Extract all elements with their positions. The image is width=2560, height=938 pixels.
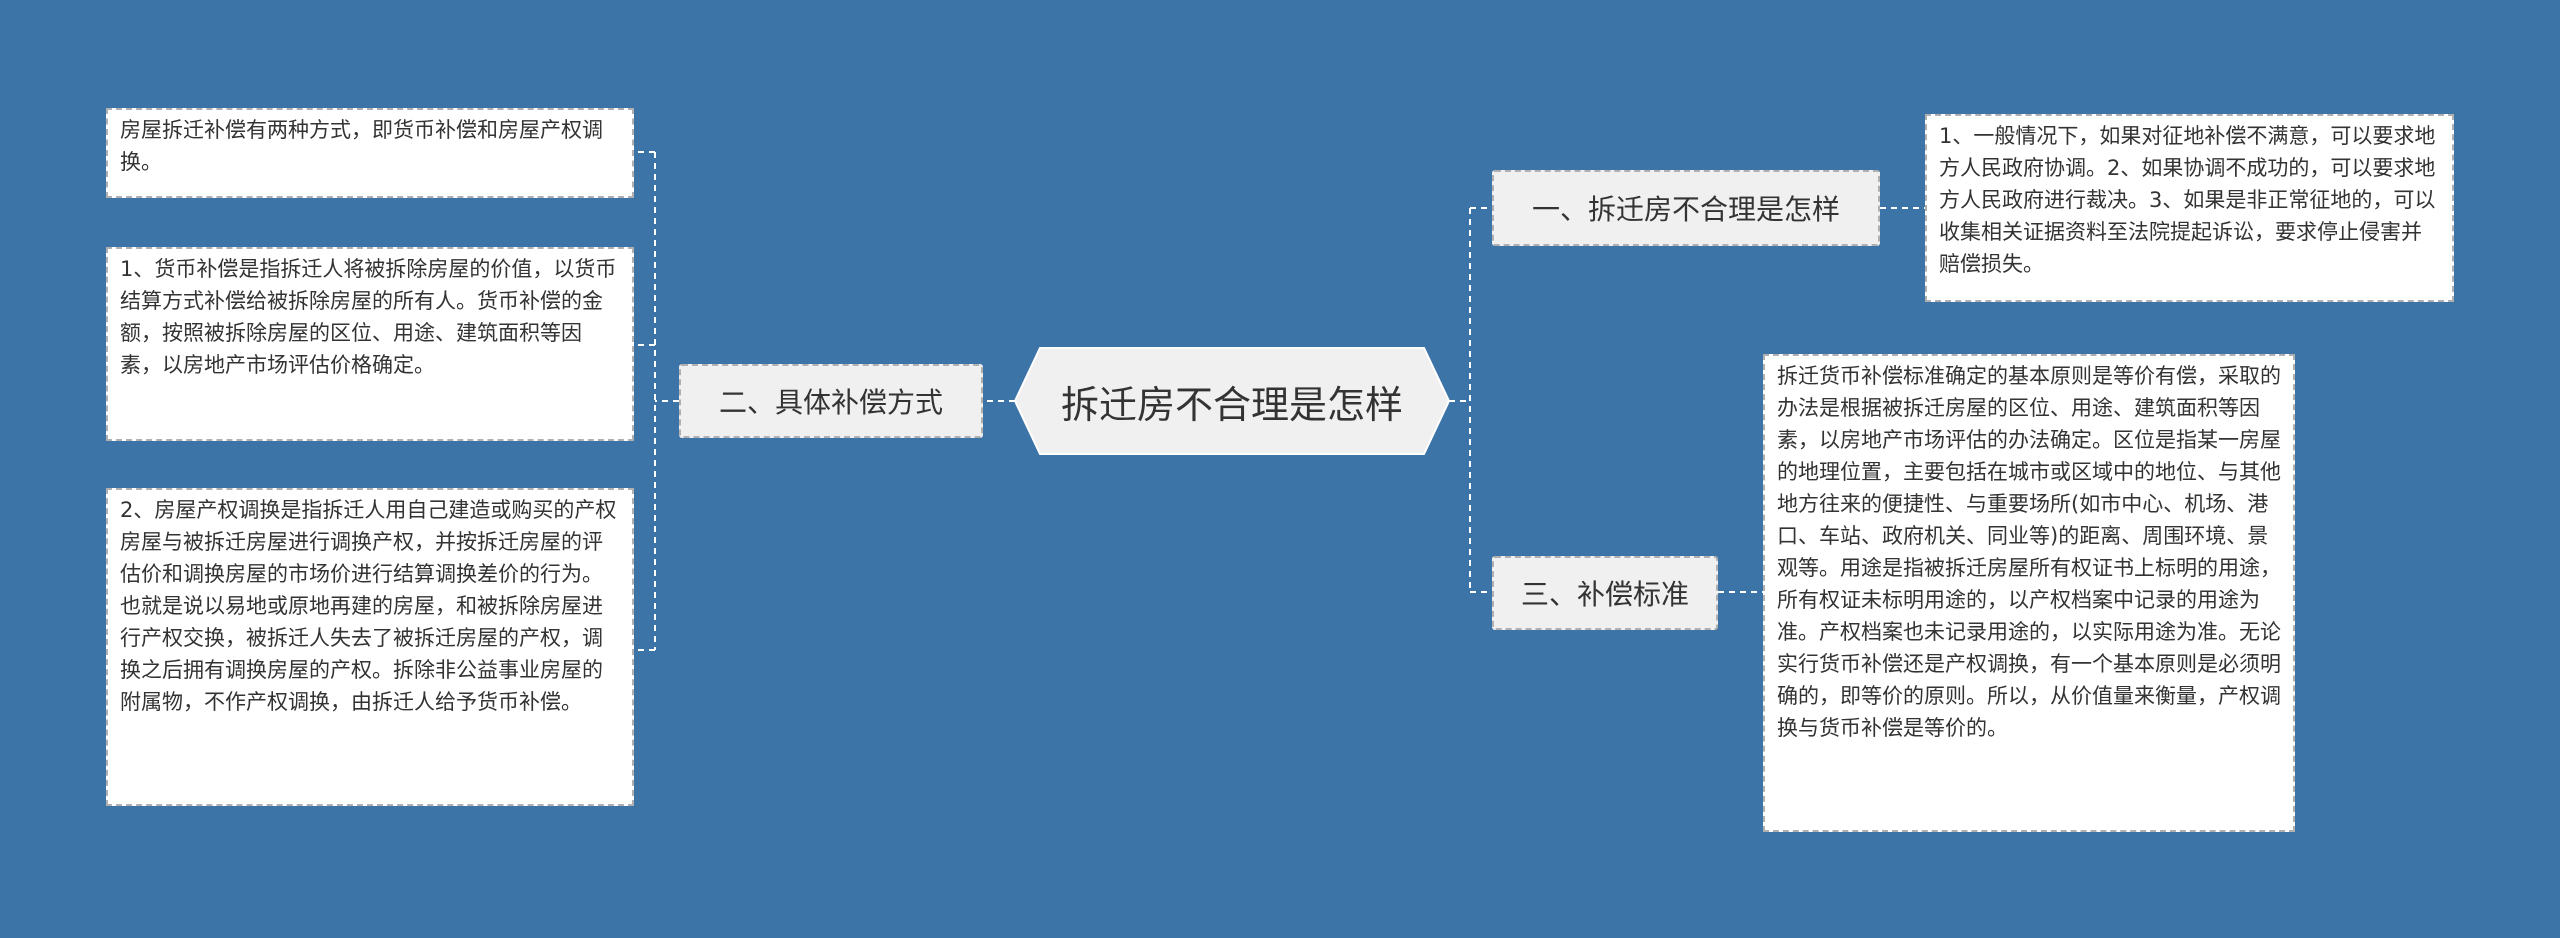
note-compensation-standard[interactable]: 拆迁货币补偿标准确定的基本原则是等价有偿，采取的办法是根据被拆迁房屋的区位、用途… [1763,354,2295,832]
topic-compensation-standard[interactable]: 三、补偿标准 [1492,556,1718,630]
note-text: 拆迁货币补偿标准确定的基本原则是等价有偿，采取的办法是根据被拆迁房屋的区位、用途… [1777,364,2281,740]
topic-label: 一、拆迁房不合理是怎样 [1531,193,1840,226]
note-text: 1、货币补偿是指拆迁人将被拆除房屋的价值，以货币结算方式补偿给被拆除房屋的所有人… [120,257,617,377]
topic-label: 三、补偿标准 [1520,578,1689,611]
topic-label: 二、具体补偿方式 [718,386,943,419]
note-property-exchange[interactable]: 2、房屋产权调换是指拆迁人用自己建造或购买的产权房屋与被拆迁房屋进行调换产权，并… [106,488,634,806]
root-node-shape [1013,347,1451,455]
topic-unreasonable-demolition[interactable]: 一、拆迁房不合理是怎样 [1492,170,1880,246]
note-text: 房屋拆迁补偿有两种方式，即货币补偿和房屋产权调换。 [120,118,603,174]
root-node[interactable]: 拆迁房不合理是怎样 [1015,348,1449,454]
note-text: 1、一般情况下，如果对征地补偿不满意，可以要求地方人民政府协调。2、如果协调不成… [1939,124,2436,276]
note-remedies[interactable]: 1、一般情况下，如果对征地补偿不满意，可以要求地方人民政府协调。2、如果协调不成… [1925,114,2454,302]
root-title: 拆迁房不合理是怎样 [1060,382,1403,427]
topic-compensation-methods[interactable]: 二、具体补偿方式 [679,364,983,438]
note-text: 2、房屋产权调换是指拆迁人用自己建造或购买的产权房屋与被拆迁房屋进行调换产权，并… [120,498,617,714]
note-monetary-compensation[interactable]: 1、货币补偿是指拆迁人将被拆除房屋的价值，以货币结算方式补偿给被拆除房屋的所有人… [106,247,634,441]
note-compensation-overview[interactable]: 房屋拆迁补偿有两种方式，即货币补偿和房屋产权调换。 [106,108,634,198]
